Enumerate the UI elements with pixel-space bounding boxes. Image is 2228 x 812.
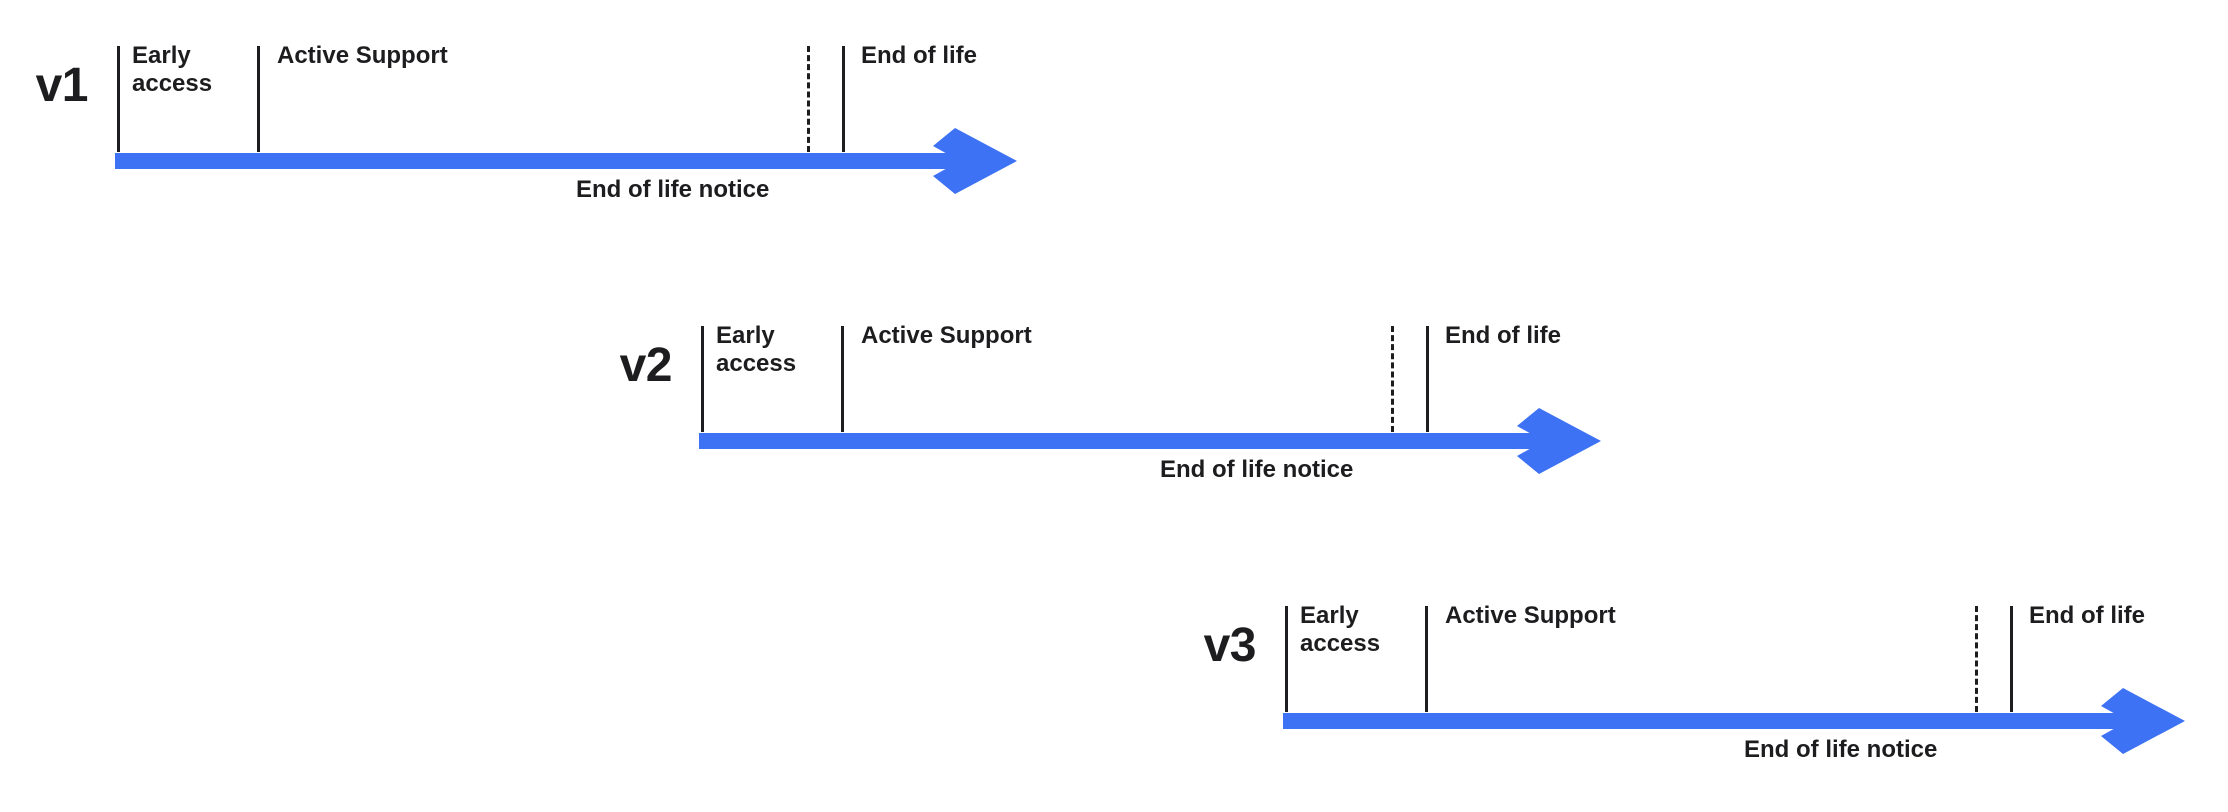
phase-label-early-access-v3: Early access (1300, 602, 1381, 658)
divider-active-support-start-v3 (1425, 606, 1428, 712)
divider-end-of-life-start-v1 (842, 46, 845, 152)
notice-label-v1: End of life notice (576, 176, 770, 203)
divider-eol-notice-v3 (1975, 606, 1978, 712)
timeline-arrow-v2 (699, 408, 1601, 474)
divider-early-access-start-v1 (117, 46, 120, 152)
divider-end-of-life-start-v3 (2010, 606, 2013, 712)
phase-label-end-of-life-v2: End of life (1445, 322, 1561, 349)
divider-early-access-start-v3 (1285, 606, 1288, 712)
divider-active-support-start-v2 (841, 326, 844, 432)
divider-active-support-start-v1 (257, 46, 260, 152)
divider-eol-notice-v1 (807, 46, 810, 152)
notice-label-v2: End of life notice (1160, 456, 1354, 483)
phase-label-early-access-v2: Early access (716, 322, 797, 378)
version-label-v3: v3 (1203, 619, 1257, 672)
divider-early-access-start-v2 (701, 326, 704, 432)
version-row-v1: v1 Early access Active Support End of li… (0, 0, 2228, 260)
phase-label-active-support-v1: Active Support (277, 42, 448, 69)
phase-label-active-support-v2: Active Support (861, 322, 1032, 349)
timeline-arrow-v3 (1283, 688, 2185, 754)
divider-end-of-life-start-v2 (1426, 326, 1429, 432)
phase-label-end-of-life-v3: End of life (2029, 602, 2145, 629)
version-label-v2: v2 (619, 339, 673, 392)
divider-eol-notice-v2 (1391, 326, 1394, 432)
timeline-arrow-v1 (115, 128, 1017, 194)
notice-label-v3: End of life notice (1744, 736, 1938, 763)
phase-label-early-access-v1: Early access (132, 42, 213, 98)
version-label-v1: v1 (35, 59, 89, 112)
version-row-v2: v2 Early access Active Support End of li… (0, 280, 2228, 540)
version-row-v3: v3 Early access Active Support End of li… (0, 560, 2228, 812)
phase-label-active-support-v3: Active Support (1445, 602, 1616, 629)
phase-label-end-of-life-v1: End of life (861, 42, 977, 69)
